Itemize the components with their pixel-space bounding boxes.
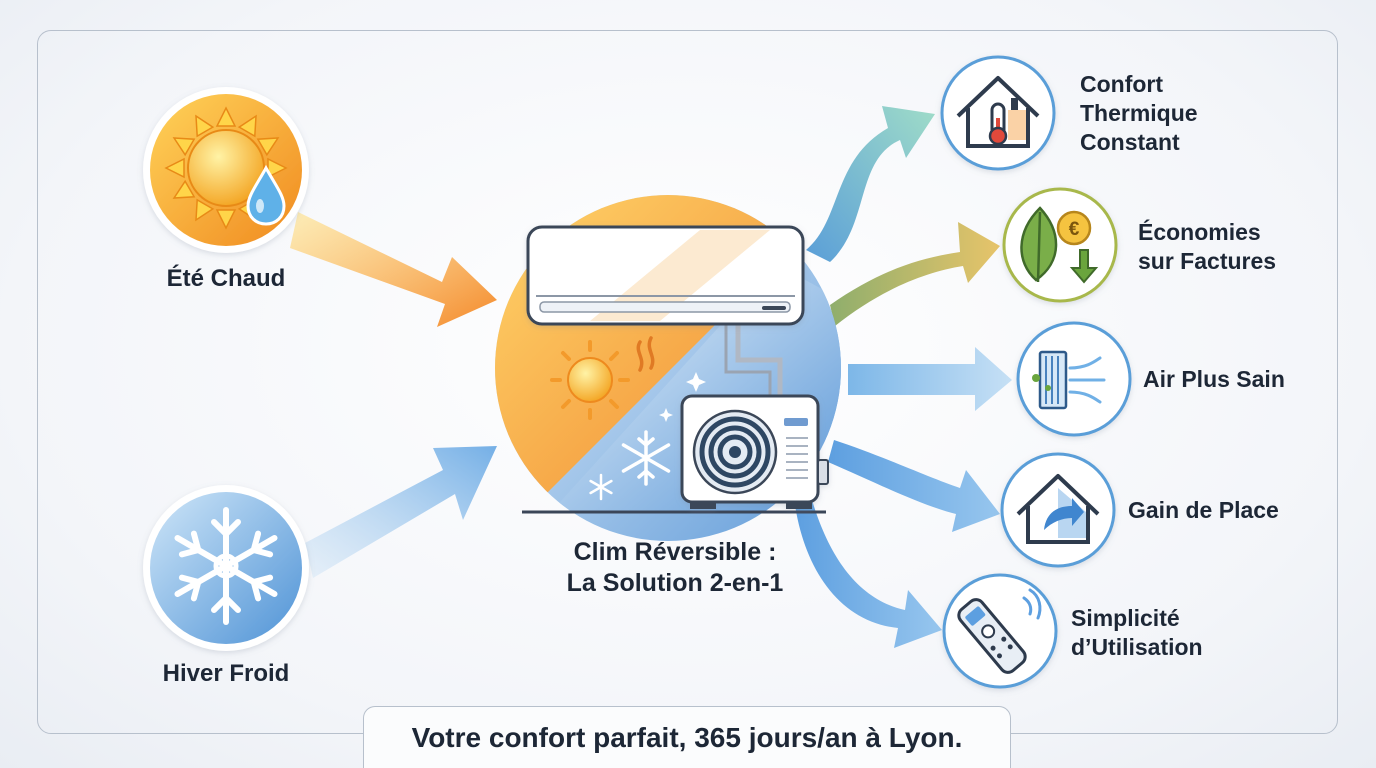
outdoor-ac-unit	[680, 394, 829, 509]
sun-icon	[164, 106, 288, 230]
tiny-snowflake-icon	[589, 473, 613, 501]
benefit-badge-space	[1000, 452, 1116, 568]
sparkle-icon	[659, 372, 706, 422]
snowflake-icon	[174, 507, 278, 625]
reversible-ac-illustration	[495, 195, 841, 541]
leaf-euro-coin-icon: €	[1020, 206, 1099, 284]
benefit-label-simplicity: Simplicité d’Utilisation	[1071, 605, 1203, 660]
winter-label: Hiver Froid	[162, 660, 290, 687]
tagline-banner: Votre confort parfait, 365 jours/an à Ly…	[363, 706, 1011, 768]
winter-badge	[143, 485, 309, 651]
air-filter-icon	[1032, 350, 1106, 410]
benefit-label-space: Gain de Place	[1128, 497, 1279, 523]
benefit-badge-simplicity	[942, 573, 1058, 689]
small-snowflake-icon	[621, 430, 671, 486]
signal-waves-icon	[1022, 588, 1042, 620]
output-arrow-air	[848, 347, 1012, 411]
summer-input-arrow	[290, 212, 497, 327]
house-arrow-icon	[1016, 474, 1100, 544]
water-drop-icon	[246, 164, 286, 226]
benefit-badge-savings: €	[1002, 187, 1118, 303]
winter-input-arrow	[305, 446, 497, 578]
heat-waves-icon	[636, 336, 655, 372]
house-thermometer-icon	[956, 76, 1040, 148]
output-arrow-simplicity	[795, 500, 942, 648]
remote-control-icon	[957, 598, 1027, 674]
summer-badge	[143, 87, 309, 253]
output-arrow-savings	[830, 222, 1000, 326]
tagline-text: Votre confort parfait, 365 jours/an à Ly…	[411, 721, 963, 753]
center-title: Clim Réversible : La Solution 2-en-1	[566, 538, 784, 597]
svg-text:€: €	[1069, 219, 1080, 240]
benefit-label-savings: Économies sur Factures	[1138, 219, 1277, 274]
indoor-ac-unit	[526, 225, 805, 326]
output-arrow-comfort	[806, 106, 935, 262]
benefit-label-air: Air Plus Sain	[1143, 366, 1285, 392]
small-sun-icon	[550, 340, 630, 420]
benefit-label-comfort: Confort Thermique Constant	[1080, 71, 1198, 155]
benefit-badge-air	[1016, 321, 1132, 437]
summer-label: Été Chaud	[166, 265, 286, 292]
benefit-badge-comfort	[940, 55, 1056, 171]
output-arrow-space	[828, 440, 1000, 532]
